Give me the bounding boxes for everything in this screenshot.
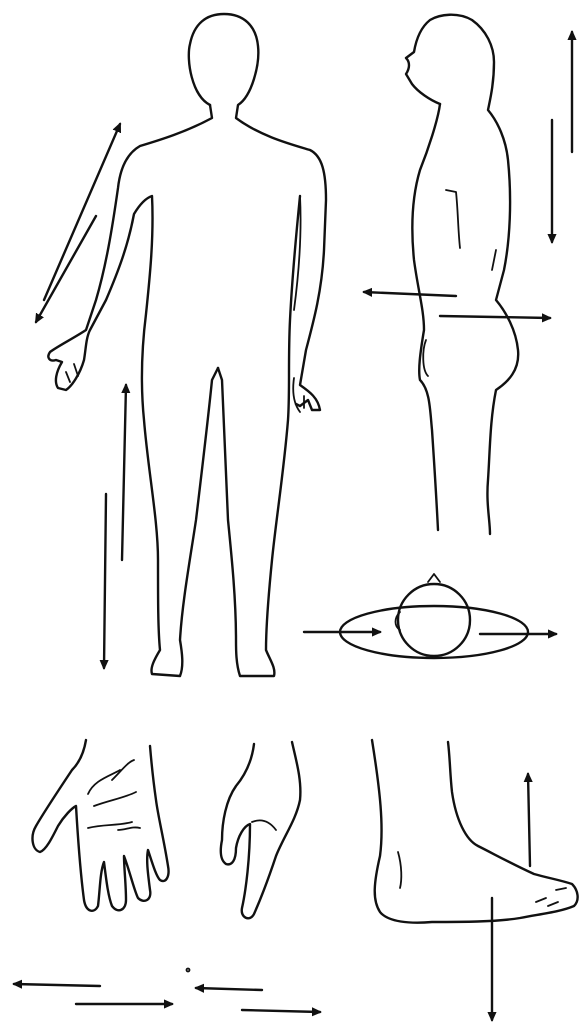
front-right-side	[218, 196, 300, 676]
body-top-view	[304, 574, 556, 658]
leg-arrow-down	[104, 494, 106, 668]
body-side-view	[406, 15, 518, 534]
side-back-mark	[492, 250, 496, 270]
hand-side-knuckle	[252, 820, 276, 830]
top-view-nose	[428, 574, 440, 582]
foot-side-view	[372, 740, 578, 923]
hand-side-outline	[221, 742, 301, 918]
hand-dot	[187, 969, 190, 972]
palm-thumb-crease	[88, 770, 120, 794]
hand-palm-view	[33, 740, 169, 911]
foot-arrows	[492, 774, 530, 1020]
front-fingers-right	[293, 378, 304, 412]
foot-toes	[536, 888, 566, 906]
foot-ankle-line	[398, 852, 401, 888]
front-head	[189, 14, 326, 410]
foot-arrow-up	[528, 774, 530, 866]
front-view-arrows	[36, 124, 126, 668]
side-hand	[423, 340, 428, 376]
leg-arrow-up	[122, 385, 126, 560]
body-front-view	[48, 14, 326, 676]
foot-outline	[372, 740, 578, 923]
side-arm-line	[446, 190, 460, 248]
side-arrow-forward	[440, 316, 550, 318]
top-view-head	[398, 584, 470, 656]
hand-arrow-left-b	[196, 988, 262, 990]
front-left-side	[48, 105, 218, 676]
side-profile-front	[406, 15, 518, 534]
arm-arrow-up	[44, 124, 120, 300]
arm-arrow-down	[36, 216, 96, 322]
side-view-arrows	[364, 32, 572, 318]
side-profile-back	[412, 104, 440, 530]
hand-arrow-right-b	[242, 1010, 320, 1012]
palm-lines	[88, 760, 140, 830]
hand-side-view	[221, 742, 301, 918]
hand-arrows	[14, 969, 320, 1013]
hand-arrow-left	[14, 984, 100, 986]
side-arrow-back	[364, 292, 456, 296]
